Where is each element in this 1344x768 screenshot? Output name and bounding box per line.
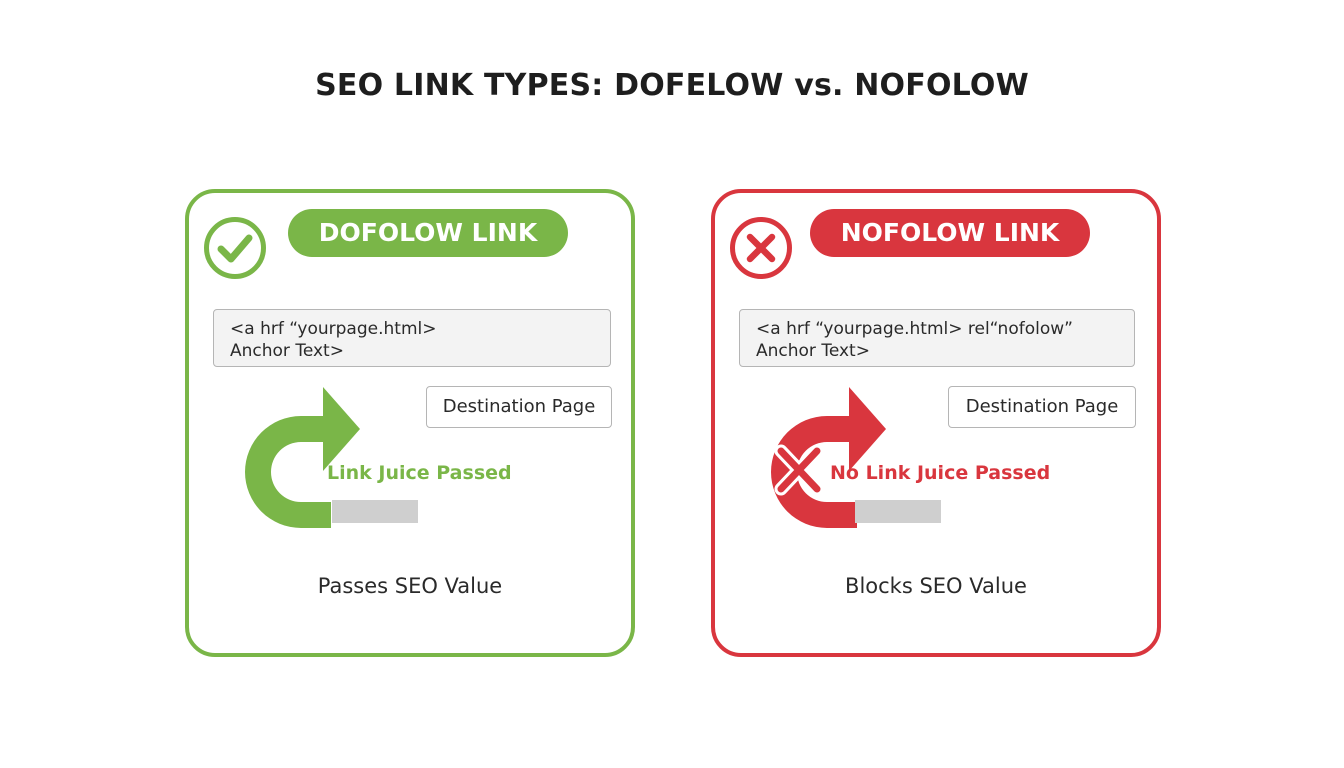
dofollow-value-text: Passes SEO Value [317,574,503,598]
page-title: SEO LINK TYPES: DOFELOW vs. NOFOLOW [315,68,1029,103]
dofollow-juice-label: Link Juice Passed [327,462,512,484]
dofollow-panel: DOFOLOW LINK <a hrf “yourpage.html> Anch… [185,189,635,657]
dofollow-gray-bar [332,500,418,523]
nofollow-code-line-1: <a hrf “yourpage.html> rel“nofolow” [756,319,1073,339]
dofollow-code-line-2: Anchor Text> [230,341,344,361]
check-circle-icon [203,216,267,280]
dofollow-code-line-1: <a hrf “yourpage.html> [230,319,437,339]
dofollow-code-snippet: <a hrf “yourpage.html> Anchor Text> [213,309,611,367]
nofollow-panel: NOFOLOW LINK <a hrf “yourpage.html> rel“… [711,189,1161,657]
x-circle-icon [729,216,793,280]
dofollow-badge: DOFOLOW LINK [288,209,568,257]
nofollow-destination-page: Destination Page [948,386,1136,428]
blocked-curved-arrow-icon [751,379,891,529]
nofollow-gray-bar [855,500,941,523]
nofollow-code-snippet: <a hrf “yourpage.html> rel“nofolow” Anch… [739,309,1135,367]
nofollow-value-text: Blocks SEO Value [845,574,1027,598]
nofollow-juice-label: No Link Juice Passed [830,462,1051,484]
dofollow-destination-page: Destination Page [426,386,612,428]
curved-arrow-icon [225,379,365,529]
nofollow-code-line-2: Anchor Text> [756,341,870,361]
nofollow-badge: NOFOLOW LINK [810,209,1090,257]
